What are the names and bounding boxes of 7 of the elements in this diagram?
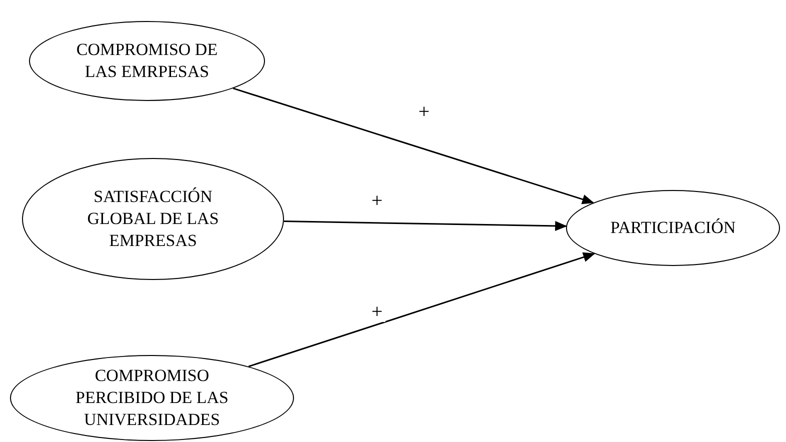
node-label: COMPROMISO PERCIBIDO DE LAS UNIVERSIDADES: [74, 365, 230, 431]
arrow: [232, 88, 594, 204]
node-label: PARTICIPACIÓN: [610, 217, 736, 239]
node-label: COMPROMISO DE LAS EMRPESAS: [75, 39, 219, 83]
arrow: [248, 252, 596, 368]
node-label: SATISFACCIÓN GLOBAL DE LAS EMPRESAS: [86, 186, 220, 252]
arrow: [284, 220, 568, 231]
